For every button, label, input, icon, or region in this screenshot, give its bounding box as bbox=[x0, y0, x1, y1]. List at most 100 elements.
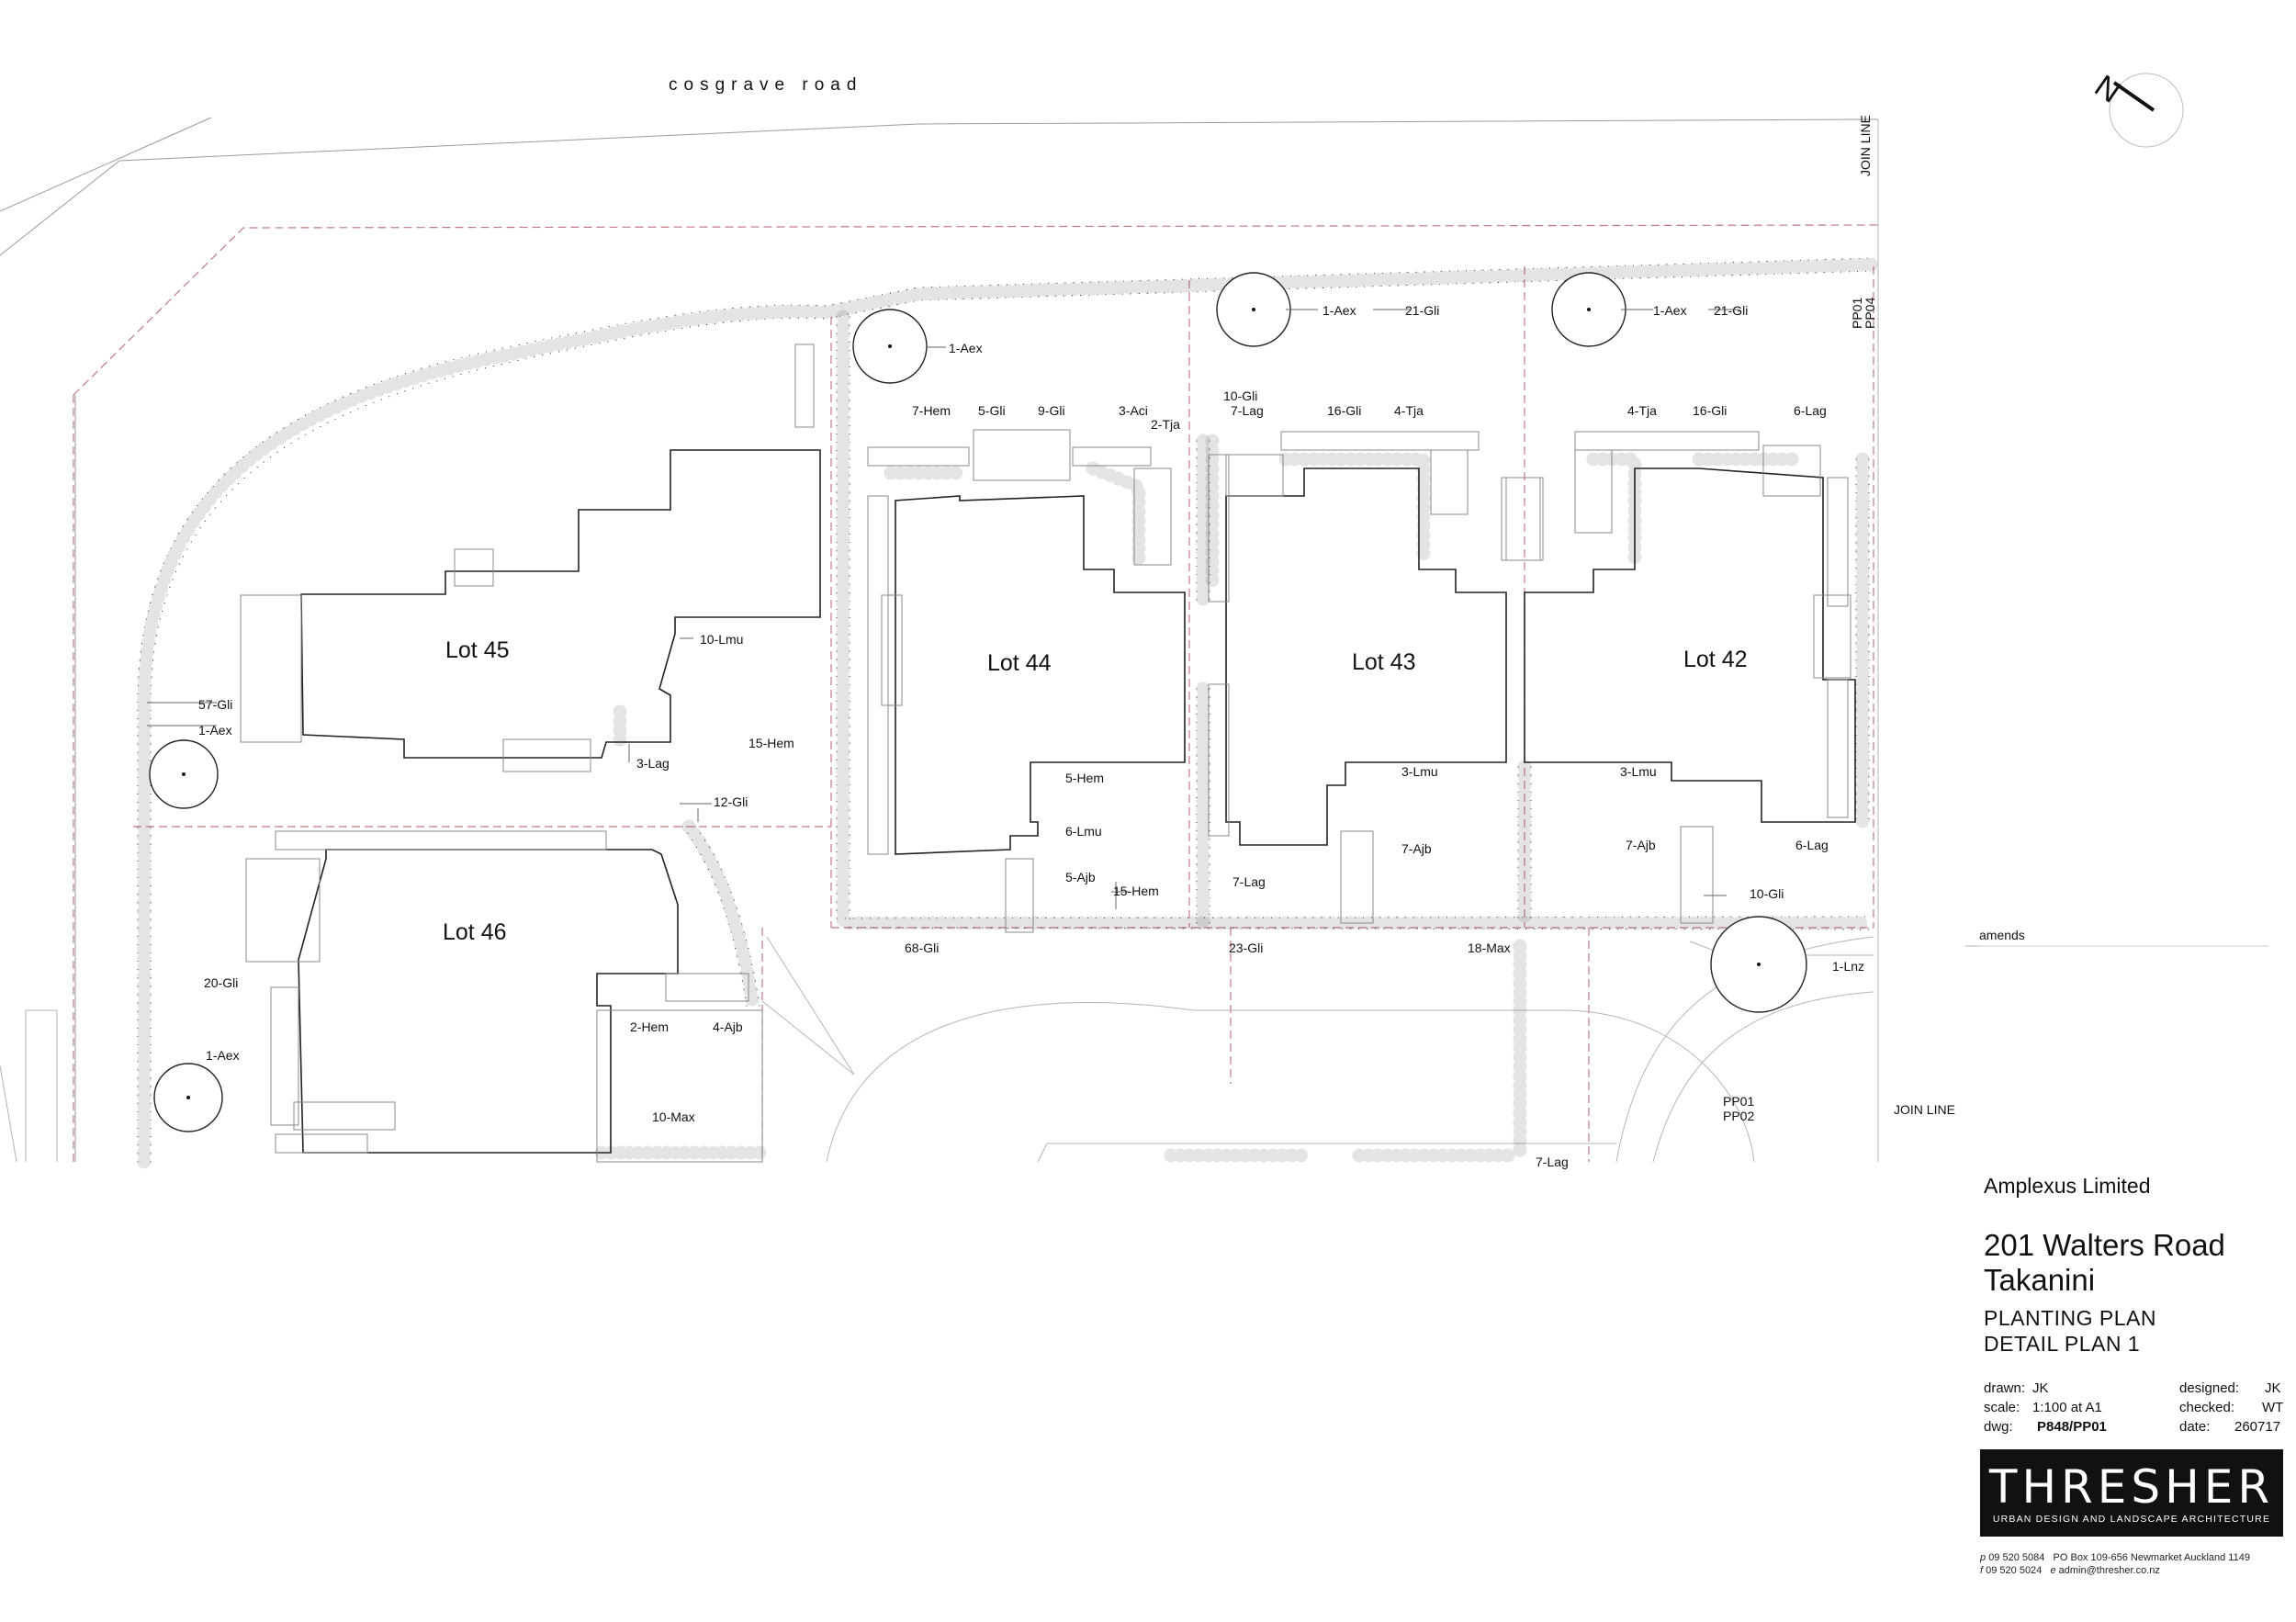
contact-fax-line: f 09 520 5024 e admin@thresher.co.nz bbox=[1980, 1565, 2160, 1576]
phone-prefix: p bbox=[1980, 1552, 1986, 1563]
logo-subtitle: URBAN DESIGN AND LANDSCAPE ARCHITECTURE bbox=[1992, 1514, 2271, 1525]
sheet-title-line1: PLANTING PLAN bbox=[1984, 1306, 2156, 1330]
north-letter: N bbox=[2088, 69, 2127, 110]
plant-label: 15-Hem bbox=[1113, 884, 1159, 898]
plant-label: 1-Aex bbox=[198, 723, 232, 738]
scale-label: scale: bbox=[1984, 1400, 2020, 1415]
thresher-logo: THRESHER URBAN DESIGN AND LANDSCAPE ARCH… bbox=[1980, 1449, 2283, 1537]
tree-symbols bbox=[149, 272, 1807, 1132]
plant-label: 10-Gli bbox=[1750, 886, 1784, 901]
plant-label: 21-Gli bbox=[1714, 303, 1748, 318]
plant-label: 1-Lnz bbox=[1832, 959, 1864, 974]
email-address: admin@thresher.co.nz bbox=[2058, 1565, 2160, 1576]
plant-label: 1-Aex bbox=[949, 341, 983, 355]
plant-label: 68-Gli bbox=[905, 941, 939, 955]
plant-labels: 1-Aex 1-Aex 21-Gli 1-Aex 21-Gli 7-Hem 5-… bbox=[198, 303, 1864, 1169]
project-address-line1: 201 Walters Road bbox=[1984, 1228, 2225, 1262]
dwg-value: P848/PP01 bbox=[2037, 1419, 2107, 1435]
plant-label: 21-Gli bbox=[1405, 303, 1439, 318]
logo-wordmark: THRESHER bbox=[1988, 1460, 2275, 1514]
join-line-label-top: JOIN LINE bbox=[1858, 115, 1873, 176]
lot-44-outline bbox=[881, 429, 1186, 855]
fax-number: 09 520 5024 bbox=[1986, 1565, 2043, 1576]
plant-label: 7-Lag bbox=[1536, 1155, 1569, 1169]
plant-label: 6-Lmu bbox=[1065, 824, 1102, 839]
lot-label: Lot 45 bbox=[445, 637, 510, 663]
site-boundaries bbox=[73, 224, 1879, 1162]
plant-label: 6-Lag bbox=[1795, 838, 1829, 852]
road-label: cosgrave road bbox=[669, 75, 862, 95]
plant-label: 16-Gli bbox=[1327, 403, 1361, 418]
lot-labels: Lot 45 Lot 44 Lot 43 Lot 42 Lot 46 bbox=[443, 637, 1748, 945]
project-address-line2: Takanini bbox=[1984, 1263, 2096, 1297]
plant-label: 7-Ajb bbox=[1626, 838, 1656, 852]
sheet-ref-bottom-2: PP02 bbox=[1723, 1109, 1754, 1123]
contact-phone-line: p 09 520 5084 PO Box 109-656 Newmarket A… bbox=[1980, 1552, 2250, 1563]
postal-address: PO Box 109-656 Newmarket Auckland 1149 bbox=[2053, 1552, 2250, 1563]
plant-label: 16-Gli bbox=[1693, 403, 1727, 418]
email-prefix: e bbox=[2050, 1565, 2056, 1576]
checked-label: checked: bbox=[2179, 1400, 2235, 1415]
drawn-value: JK bbox=[2032, 1380, 2049, 1396]
sheet-title-line2: DETAIL PLAN 1 bbox=[1984, 1332, 2141, 1356]
plant-label: 7-Ajb bbox=[1401, 841, 1432, 856]
client-name: Amplexus Limited bbox=[1984, 1174, 2151, 1198]
fax-prefix: f bbox=[1980, 1565, 1984, 1576]
plant-label: 4-Tja bbox=[1627, 403, 1657, 418]
lot-46-outline bbox=[245, 849, 763, 1163]
plant-label: 6-Lag bbox=[1794, 403, 1827, 418]
lot-label: Lot 42 bbox=[1683, 647, 1748, 672]
hedge-planting bbox=[137, 257, 1881, 1169]
sheet-ref-top-2: PP04 bbox=[1863, 298, 1877, 329]
date-value: 260717 bbox=[2234, 1419, 2281, 1435]
amends-label: amends bbox=[1979, 928, 2025, 942]
dwg-label: dwg: bbox=[1984, 1419, 2013, 1435]
date-label: date: bbox=[2179, 1419, 2211, 1435]
lot-label: Lot 44 bbox=[987, 650, 1052, 676]
designed-label: designed: bbox=[2179, 1380, 2240, 1396]
plant-label: 10-Max bbox=[652, 1109, 695, 1124]
plant-label: 7-Lag bbox=[1232, 874, 1266, 889]
lot-label: Lot 43 bbox=[1352, 649, 1416, 675]
plant-label: 57-Gli bbox=[198, 697, 232, 712]
plant-label: 5-Hem bbox=[1065, 771, 1104, 785]
plant-label: 1-Aex bbox=[206, 1048, 240, 1063]
plant-label: 3-Lag bbox=[636, 756, 670, 771]
phone-number: 09 520 5084 bbox=[1988, 1552, 2045, 1563]
checked-value: WT bbox=[2262, 1400, 2284, 1415]
plant-label: 18-Max bbox=[1468, 941, 1511, 955]
north-arrow: N bbox=[2088, 69, 2184, 148]
lot-label: Lot 46 bbox=[443, 919, 507, 945]
plant-label: 7-Hem bbox=[912, 403, 951, 418]
scale-value: 1:100 at A1 bbox=[2032, 1400, 2102, 1415]
join-line-label-bottom: JOIN LINE bbox=[1894, 1102, 1955, 1117]
plant-label: 4-Tja bbox=[1394, 403, 1424, 418]
plant-label: 7-Lag bbox=[1231, 403, 1264, 418]
sheet-ref-top-1: PP01 bbox=[1850, 298, 1864, 329]
plant-label: 20-Gli bbox=[204, 975, 238, 990]
sheet-ref-bottom-1: PP01 bbox=[1723, 1094, 1754, 1109]
plant-label: 5-Ajb bbox=[1065, 870, 1096, 884]
plant-label: 1-Aex bbox=[1653, 303, 1687, 318]
lot-45-outline bbox=[240, 449, 821, 772]
plant-label: 2-Tja bbox=[1151, 417, 1180, 432]
plant-label: 3-Lmu bbox=[1401, 764, 1438, 779]
road-lines bbox=[0, 117, 2268, 1163]
plant-label: 12-Gli bbox=[714, 794, 748, 809]
shrub-grid bbox=[270, 344, 1849, 1131]
plant-label: 23-Gli bbox=[1229, 941, 1263, 955]
plant-label: 10-Gli bbox=[1223, 389, 1257, 403]
plant-label: 2-Hem bbox=[630, 1019, 669, 1034]
plant-label: 1-Aex bbox=[1322, 303, 1356, 318]
plant-label: 15-Hem bbox=[748, 736, 794, 750]
plant-label: 9-Gli bbox=[1038, 403, 1065, 418]
plant-label: 3-Lmu bbox=[1620, 764, 1657, 779]
plant-label: 3-Aci bbox=[1119, 403, 1148, 418]
plant-label: 5-Gli bbox=[978, 403, 1006, 418]
leader-lines bbox=[147, 309, 1740, 909]
plant-label: 4-Ajb bbox=[713, 1019, 743, 1034]
lot-42-outline bbox=[1524, 445, 1856, 823]
drawn-label: drawn: bbox=[1984, 1380, 2026, 1396]
plant-label: 10-Lmu bbox=[700, 632, 743, 647]
